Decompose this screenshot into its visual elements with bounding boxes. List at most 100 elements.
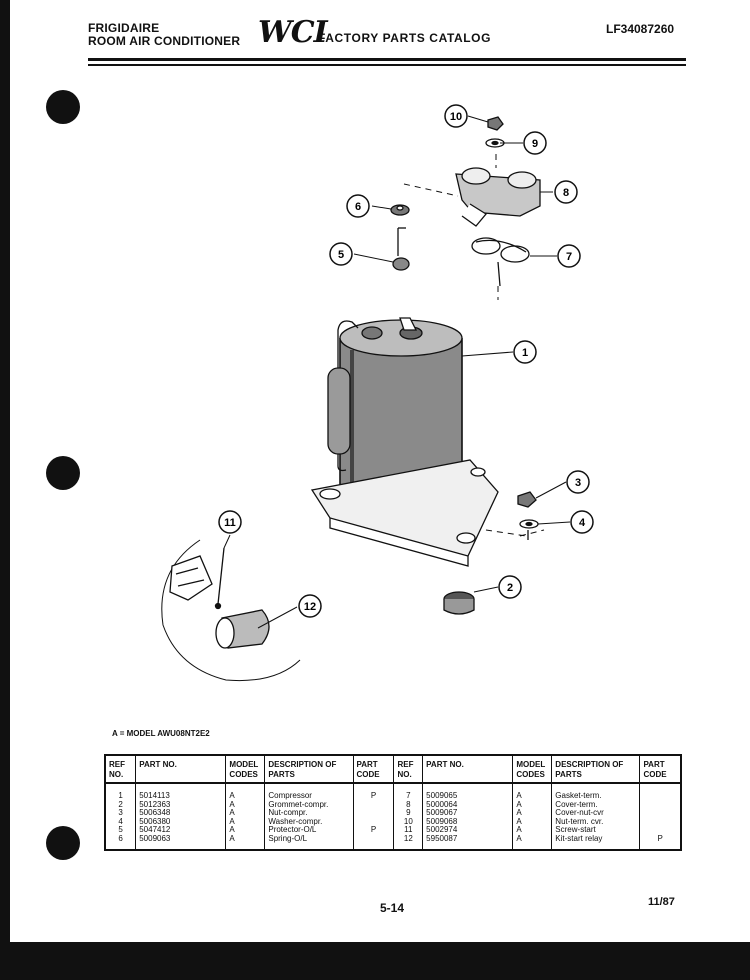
catalog-title: FACTORY PARTS CATALOG: [318, 31, 492, 45]
catalog-date: 11/87: [648, 896, 675, 908]
binder-hole-bottom: [46, 826, 80, 860]
cell-code: [352, 834, 394, 850]
cell-model: A: [512, 808, 552, 818]
grommet: [443, 591, 475, 615]
cell-code: [639, 809, 681, 818]
header-ref-no: REF NO.: [393, 755, 423, 784]
assembly-guide-lines: [403, 154, 545, 537]
cell-desc: Grommet-compr.: [264, 800, 353, 809]
svg-text:4: 4: [579, 517, 586, 529]
wci-logo: WCI: [258, 15, 328, 50]
svg-text:5: 5: [338, 249, 344, 261]
cell-model: A: [512, 817, 552, 826]
svg-text:7: 7: [566, 251, 572, 263]
svg-text:2: 2: [507, 582, 513, 594]
cell-part: 5950087: [422, 834, 513, 850]
cell-part: 5009063: [135, 834, 226, 850]
header-description: DESCRIPTION OF PARTS: [264, 755, 353, 784]
svg-text:3: 3: [575, 477, 581, 489]
cell-ref: 11: [393, 825, 423, 835]
scan-edge-bottom: [0, 942, 750, 980]
cell-desc: Nut-term. cvr.: [551, 817, 640, 826]
cell-ref: 3: [118, 808, 123, 817]
header-description: DESCRIPTION OF PARTS: [551, 755, 640, 784]
scan-edge-left: [0, 0, 10, 980]
cell-code: P: [639, 834, 681, 850]
callout-7: 7: [557, 244, 581, 268]
cell-model: A: [512, 834, 552, 850]
svg-text:12: 12: [304, 601, 316, 613]
terminal-gasket: [471, 237, 530, 287]
callout-5: 5: [329, 242, 353, 266]
cell-code: P: [352, 783, 394, 801]
brand-name: FRIGIDAIRE: [88, 21, 160, 35]
cell-model: A: [225, 783, 265, 801]
terminal-cover: [455, 167, 541, 227]
cell-desc: Spring-O/L: [264, 834, 353, 850]
cell-model: A: [225, 825, 265, 835]
callout-leaders: [223, 115, 571, 629]
header-rule: [88, 58, 686, 61]
header-ref-no: REF NO.: [105, 755, 136, 784]
table-header-row: REF NO. PART NO. MODEL CODES DESCRIPTION…: [105, 755, 681, 784]
cell-desc: Kit-start relay: [551, 834, 640, 850]
nut-and-washer-top: [485, 116, 505, 148]
cell-ref: 6: [118, 833, 123, 843]
callout-2: 2: [498, 575, 522, 599]
cell-desc: Cover-term.: [551, 800, 640, 809]
cell-code: [639, 783, 681, 801]
model-code-note: A = MODEL AWU08NT2E2: [112, 729, 210, 738]
compressor-shell: [310, 317, 499, 567]
callout-9: 9: [523, 131, 547, 155]
cell-model: A: [225, 808, 265, 818]
callout-12: 12: [298, 594, 322, 618]
header-part-no: PART NO.: [422, 755, 513, 784]
cell-ref: 4: [118, 816, 123, 826]
cell-ref: 10: [393, 817, 423, 826]
page-number: 5-14: [380, 901, 405, 915]
cell-code: [639, 826, 681, 835]
cell-model: A: [225, 800, 265, 809]
cell-model: A: [512, 825, 552, 835]
cell-desc: Washer-compr.: [264, 817, 353, 826]
header-model-codes: MODEL CODES: [225, 755, 265, 784]
nut-and-washer-base: [517, 491, 539, 540]
cell-code: P: [352, 825, 394, 835]
svg-text:8: 8: [563, 187, 569, 199]
callout-4: 4: [570, 510, 594, 534]
callout-3: 3: [566, 470, 590, 494]
cell-model: A: [225, 817, 265, 826]
cell-part: 5006380: [135, 817, 226, 826]
exploded-parts-diagram: 10 9 8 6 7 5 1 3 4 2 11 12: [161, 104, 594, 682]
cell-model: A: [512, 800, 552, 809]
cell-ref: 5: [118, 825, 123, 834]
cell-part: 5009065: [422, 783, 513, 801]
cell-part: 5009068: [422, 817, 513, 826]
cell-code: [639, 817, 681, 826]
svg-text:11: 11: [224, 517, 236, 529]
callout-1: 1: [513, 340, 537, 364]
svg-text:6: 6: [355, 201, 361, 213]
cell-ref: 12: [393, 834, 423, 850]
header-part-code: PART CODE: [352, 755, 394, 784]
cell-part: 5002974: [422, 825, 513, 835]
cell-desc: Cover-nut-cvr: [551, 808, 640, 818]
svg-text:1: 1: [522, 347, 528, 359]
header-rule-thin: [88, 64, 686, 66]
cell-desc: Screw-start: [551, 825, 640, 835]
cell-part: 5012363: [135, 800, 226, 809]
cell-ref: 8: [393, 800, 423, 809]
cell-code: [352, 817, 394, 826]
cell-part: 5009067: [422, 808, 513, 818]
cell-ref: 7: [393, 783, 423, 801]
header-part-no: PART NO.: [135, 755, 226, 784]
header-model-codes: MODEL CODES: [512, 755, 552, 784]
cell-code: [352, 809, 394, 818]
